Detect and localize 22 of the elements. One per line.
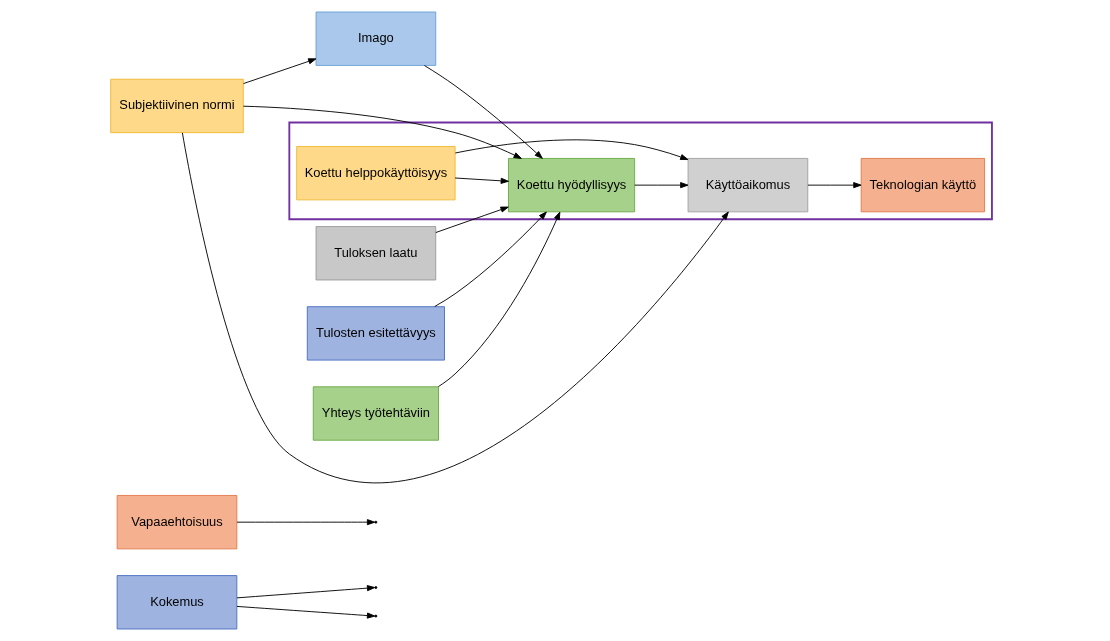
arrow bbox=[243, 58, 317, 84]
node-box: Tulosten esitettävyys bbox=[306, 306, 445, 361]
arrow bbox=[242, 105, 522, 159]
arrow bbox=[454, 139, 689, 160]
node-box: Vapaaehtoisuus bbox=[116, 495, 238, 550]
node-box: Käyttöaikomus bbox=[687, 157, 809, 213]
node-box: Yhteys työtehtäviin bbox=[312, 386, 439, 441]
node-box: Koettu hyödyllisyys bbox=[508, 157, 636, 213]
arrow bbox=[435, 206, 509, 233]
arrow bbox=[634, 182, 689, 189]
arrow bbox=[434, 211, 547, 307]
node-box: Subjektiivinen normi bbox=[110, 78, 244, 134]
node-box: Teknologian käyttö bbox=[860, 157, 986, 213]
node-box: Kokemus bbox=[116, 575, 238, 630]
node-box: Imago bbox=[315, 11, 437, 66]
node-box: Koettu helppokäyttöisyys bbox=[296, 146, 456, 201]
arrow bbox=[423, 65, 543, 159]
arrow bbox=[181, 132, 729, 484]
arrow bbox=[807, 182, 862, 189]
arrow bbox=[437, 211, 561, 388]
node-box: Tuloksen laatu bbox=[315, 226, 437, 281]
arrow bbox=[454, 177, 509, 184]
